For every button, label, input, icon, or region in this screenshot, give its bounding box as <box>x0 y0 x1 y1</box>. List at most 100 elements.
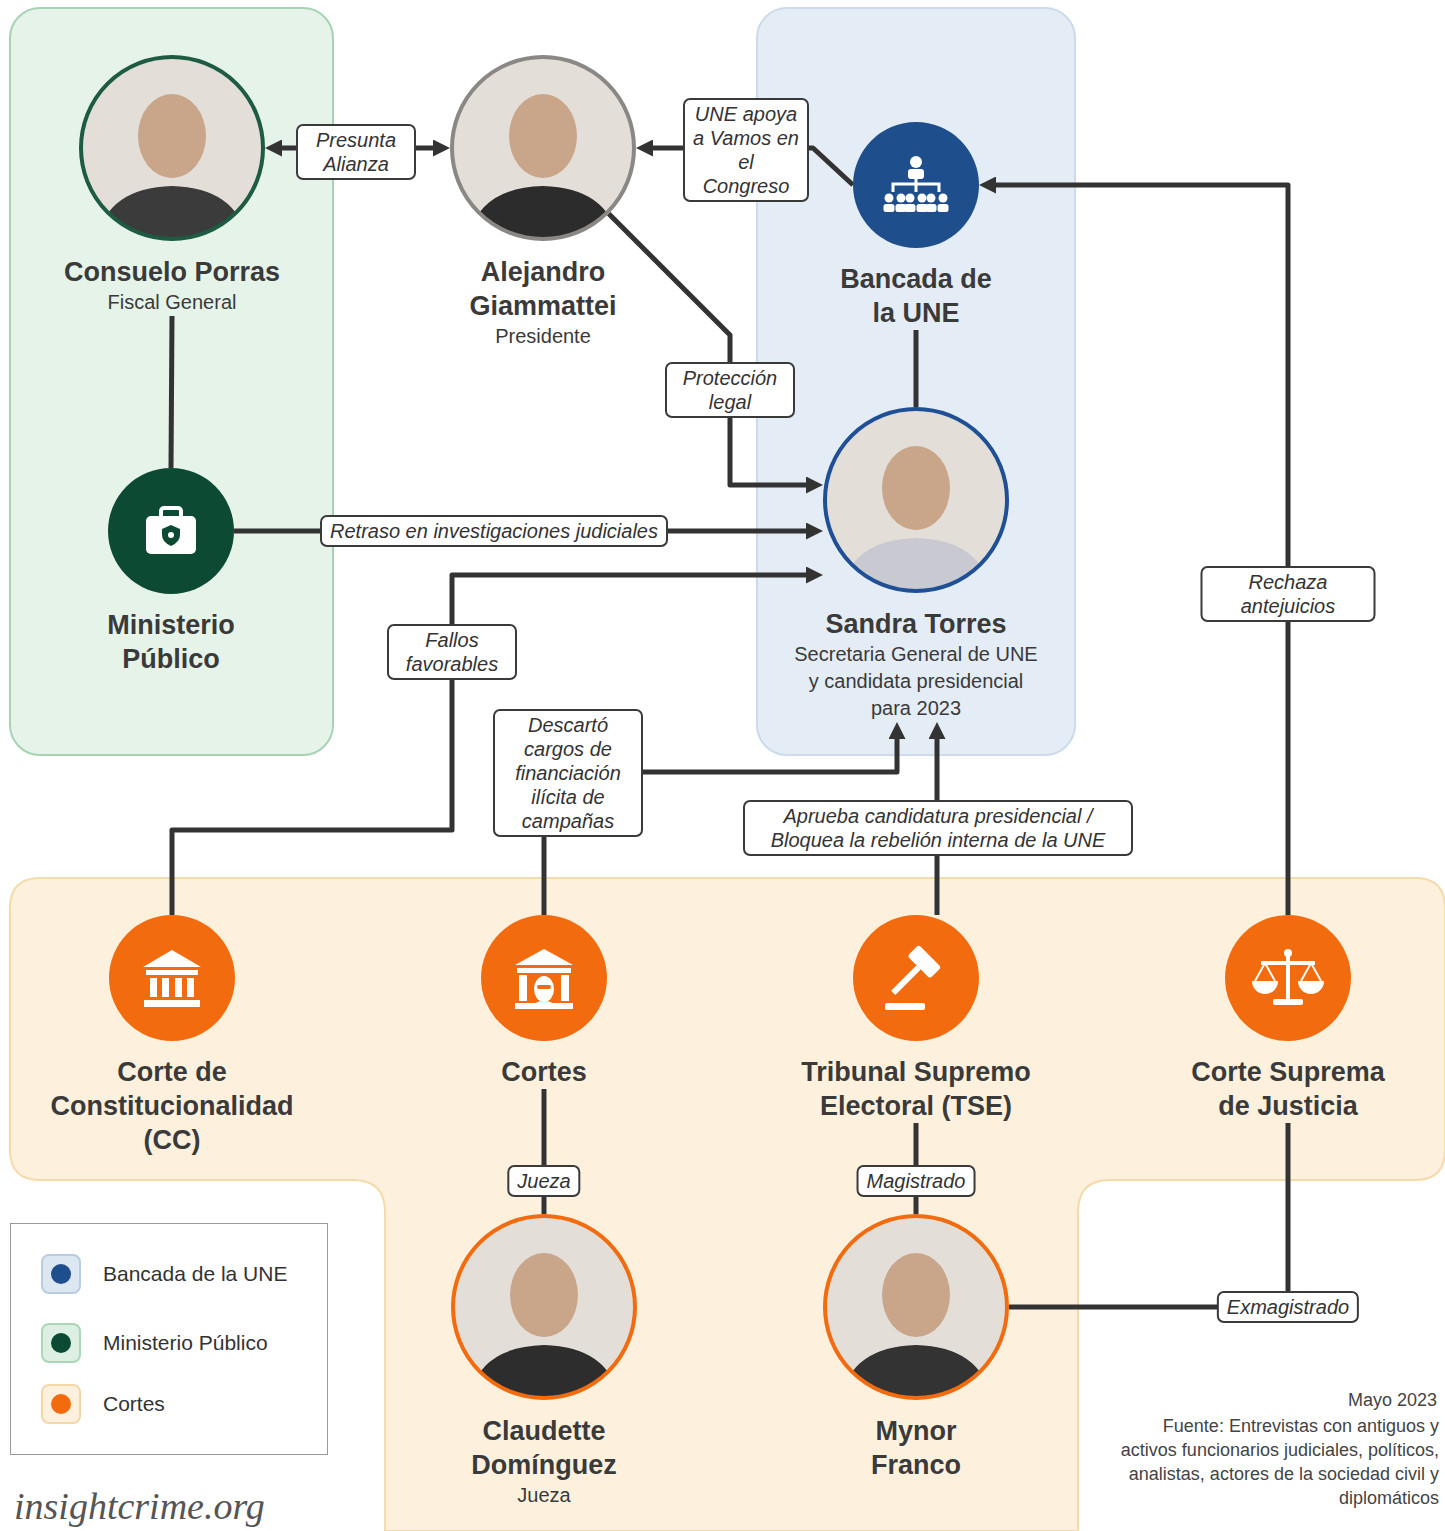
node-graphic <box>451 1214 637 1400</box>
node-shape <box>79 55 265 241</box>
node-subtitle: Secretaria General de UNE y candidata pr… <box>790 641 1042 722</box>
icon-part <box>891 965 921 995</box>
node-title: Alejandro Giammattei <box>443 255 643 323</box>
node-shape <box>451 1214 637 1400</box>
institution-node: Ministerio Público <box>81 468 261 676</box>
icon-part <box>1301 963 1321 981</box>
institution-node: Corte de Constitucionalidad (CC) <box>37 915 307 1157</box>
icon-part <box>897 194 906 203</box>
node-title: Cortes <box>501 1055 587 1089</box>
photo-head <box>138 94 206 178</box>
icon-part <box>143 950 201 967</box>
institution-icon <box>1252 949 1324 1005</box>
node-title: Tribunal Supremo Electoral (TSE) <box>786 1055 1046 1123</box>
date-note: Mayo 2023 <box>1348 1388 1437 1412</box>
icon-part <box>908 169 924 179</box>
legend-swatch-frame <box>41 1254 81 1294</box>
legend-text: Bancada de la UNE <box>103 1254 287 1294</box>
legend-swatch <box>51 1394 71 1414</box>
node-title: Claudette Domínguez <box>434 1414 654 1482</box>
node-graphic <box>79 55 265 241</box>
photo-shoulders <box>841 1345 991 1400</box>
edge-label: UNE apoya a Vamos en el Congreso <box>683 98 809 202</box>
photo-head <box>509 94 577 178</box>
connector <box>1009 1123 1288 1307</box>
person-node: Alejandro GiammatteiPresidente <box>443 55 643 350</box>
legend-swatch <box>51 1264 71 1284</box>
photo-shoulders <box>468 186 618 241</box>
node-shape <box>853 122 979 248</box>
edge-label: Jueza <box>507 1165 580 1197</box>
legend-box: Bancada de la UNEMinisterio PúblicoCorte… <box>10 1223 328 1455</box>
photo-background <box>450 55 636 241</box>
node-graphic <box>1225 915 1351 1041</box>
icon-part <box>175 978 182 997</box>
icon-part <box>187 978 194 997</box>
edge-label: Magistrado <box>857 1165 976 1197</box>
person-node: Sandra TorresSecretaria General de UNE y… <box>790 407 1042 722</box>
node-title: Mynor Franco <box>841 1414 991 1482</box>
node-shape <box>1225 915 1351 1041</box>
icon-part <box>1261 961 1315 965</box>
icon-part <box>938 204 949 212</box>
icon-part <box>926 204 937 212</box>
node-shape <box>853 915 979 1041</box>
photo-background <box>823 1214 1009 1400</box>
institution-icon <box>143 950 201 1007</box>
institution-circle <box>1225 915 1351 1041</box>
institution-icon <box>882 945 941 1010</box>
cortes-band <box>10 878 1445 1531</box>
icon-part <box>519 975 527 1001</box>
institution-icon <box>884 156 949 212</box>
node-graphic <box>853 122 979 248</box>
photo-shoulders <box>841 538 991 593</box>
icon-part <box>537 985 551 989</box>
node-title: Corte de Constitucionalidad (CC) <box>37 1055 307 1157</box>
photo-shoulders <box>97 186 247 241</box>
institution-node: Cortes <box>481 915 607 1089</box>
node-subtitle: Jueza <box>517 1482 570 1509</box>
icon-part <box>534 976 554 1002</box>
icon-part <box>146 970 198 975</box>
source-note: Fuente: Entrevistas con antiguos y activ… <box>1109 1414 1439 1510</box>
edge-label: Descartó cargos de financiación ilícita … <box>493 709 643 837</box>
icon-part <box>927 194 936 203</box>
node-graphic <box>853 915 979 1041</box>
institution-circle <box>481 915 607 1041</box>
edge-label: Exmagistrado <box>1217 1291 1359 1323</box>
photo-head <box>510 1253 578 1337</box>
node-shape <box>109 915 235 1041</box>
icon-part <box>939 194 948 203</box>
photo-head <box>882 446 950 530</box>
node-shape <box>823 1214 1009 1400</box>
person-node: Mynor Franco <box>823 1214 1009 1482</box>
edge-label: Retraso en investigaciones judiciales <box>320 515 668 547</box>
institution-circle <box>853 122 979 248</box>
ministerio-band <box>10 8 333 755</box>
edge-label: Presunta Alianza <box>296 124 416 180</box>
node-graphic <box>823 1214 1009 1400</box>
connector <box>172 575 806 915</box>
legend-swatch-frame <box>41 1384 81 1424</box>
icon-part <box>1298 981 1324 994</box>
icon-part <box>906 194 915 203</box>
institution-node: Tribunal Supremo Electoral (TSE) <box>786 915 1046 1123</box>
institution-icon <box>146 508 196 554</box>
edge-label: Aprueba candidatura presidencial / Bloqu… <box>743 800 1133 856</box>
connector <box>914 330 919 407</box>
institution-circle <box>853 915 979 1041</box>
icon-part <box>1252 981 1278 994</box>
legend-swatch <box>51 1333 71 1353</box>
institution-circle <box>108 468 234 594</box>
icon-part <box>515 949 573 965</box>
node-graphic <box>450 55 636 241</box>
institution-icon <box>515 949 573 1009</box>
photo-frame <box>452 57 634 239</box>
node-title: Bancada de la UNE <box>831 262 1001 330</box>
icon-part <box>918 194 927 203</box>
photo-frame <box>453 1216 635 1398</box>
icon-part <box>905 204 916 212</box>
node-shape <box>481 915 607 1041</box>
photo-head <box>882 1253 950 1337</box>
legend-text: Ministerio Público <box>103 1323 268 1363</box>
